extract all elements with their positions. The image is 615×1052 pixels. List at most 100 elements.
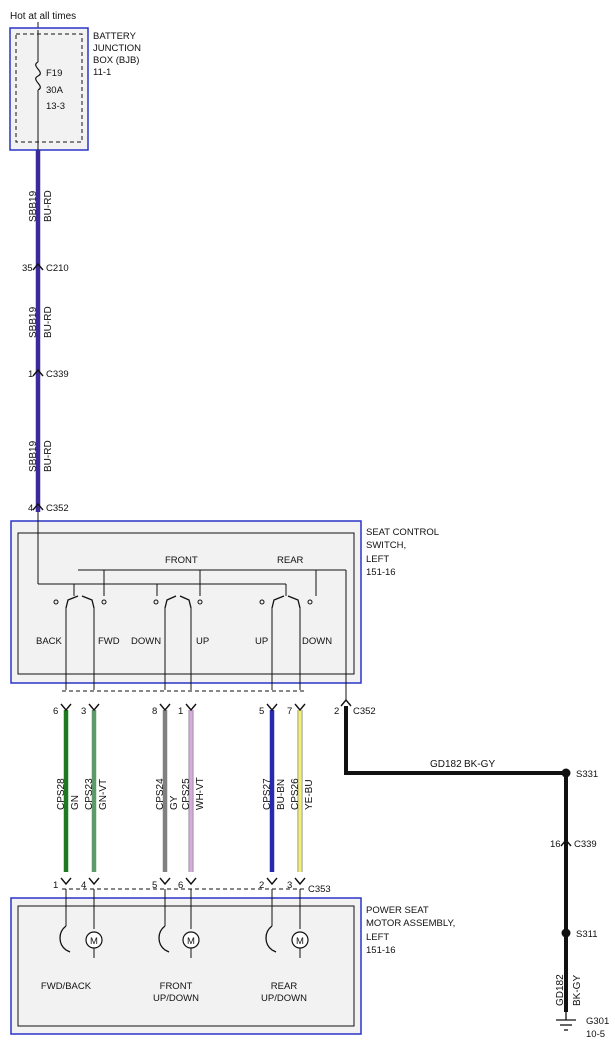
contact-dot xyxy=(307,599,313,605)
c352-lower-name: C352 xyxy=(353,706,376,717)
ground-horiz-color: BK-GY xyxy=(464,759,495,770)
bjb-dashed-inner xyxy=(15,33,83,143)
connector-chevron-icon xyxy=(32,502,44,511)
seat-wire-pin-top: 6 xyxy=(53,706,58,717)
c339-lower-name: C339 xyxy=(574,839,597,850)
ground-horiz-circuit: GD182 xyxy=(430,759,462,770)
contact-label-up: UP xyxy=(196,636,209,647)
splice-s311-dot xyxy=(561,928,571,938)
contact-label-rear-up: UP xyxy=(255,636,268,647)
seat-wire-pin-bottom: 1 xyxy=(53,880,58,891)
fuse-rating: 30A xyxy=(46,85,64,96)
motor-title-line-2: MOTOR ASSEMBLY, xyxy=(366,918,455,929)
bjb-outline xyxy=(9,27,89,151)
feed-seg3-color: BU-RD xyxy=(43,440,54,472)
seat-wire-color: YE-BU xyxy=(304,779,315,810)
battery-junction-box: F19 30A 13-3 xyxy=(9,27,89,151)
feed-seg2-color: BU-RD xyxy=(43,306,54,338)
seat-wire-circuit: CPS25 xyxy=(181,778,192,810)
connector-chevron-icon xyxy=(340,698,352,707)
feed-seg3-circuit: SBB19 xyxy=(28,440,39,472)
bjb-title-line-3: BOX (BJB) xyxy=(93,55,139,66)
ground-symbol-icon xyxy=(556,1012,576,1031)
c339-pin: 1 xyxy=(28,369,33,380)
rear-label: REAR xyxy=(277,555,304,566)
ground-vert-color: BK-GY xyxy=(572,975,583,1006)
motor-symbol: M xyxy=(296,936,304,947)
motor-winding-icon xyxy=(59,925,71,953)
connector-chevron-icon xyxy=(266,877,278,886)
c339-lower-pin: 16 xyxy=(550,839,561,850)
seat-wire-pin-top: 1 xyxy=(178,706,183,717)
contact-dot xyxy=(153,599,159,605)
motor-title-line-4: 151-16 xyxy=(366,945,396,956)
contact-label-fwd: FWD xyxy=(98,636,120,647)
motor-title-line-1: POWER SEAT xyxy=(366,905,429,916)
contact-dot xyxy=(259,599,265,605)
motor-title-line-3: LEFT xyxy=(366,932,389,943)
switch-blade-icon xyxy=(65,595,79,609)
seat-wire-pin-bottom: 2 xyxy=(259,880,264,891)
connector-chevron-icon xyxy=(159,703,171,712)
seat-wire-pin-bottom: 4 xyxy=(81,880,86,891)
motor-label-front-2: UP/DOWN xyxy=(153,993,199,1004)
connector-chevron-icon xyxy=(560,838,572,847)
c352-upper-pin: 4 xyxy=(28,503,33,514)
splice-s331-label: S331 xyxy=(576,769,598,780)
switch-title-line-3: LEFT xyxy=(366,554,389,565)
seat-wire-pin-bottom: 3 xyxy=(287,880,292,891)
seat-wire-pin-bottom: 6 xyxy=(178,880,183,891)
seat-wire-circuit: CPS23 xyxy=(84,778,95,810)
switch-blade-icon xyxy=(164,595,177,609)
switch-blade-icon xyxy=(179,595,192,609)
seat-wire-pin-top: 7 xyxy=(287,706,292,717)
connector-chevron-icon xyxy=(60,703,72,712)
seat-wire-color: WH-VT xyxy=(195,777,206,810)
splice-s311-label: S311 xyxy=(576,929,597,940)
switch-front-up-down xyxy=(153,595,203,690)
fuse-id: F19 xyxy=(46,68,62,79)
front-label: FRONT xyxy=(165,555,198,566)
connector-c352-upper: 4 C352 xyxy=(28,502,69,514)
motor-winding-icon xyxy=(158,925,170,953)
ground-vert-circuit: GD182 xyxy=(555,974,566,1006)
switch-blade-icon xyxy=(271,595,285,609)
motor-label-rear-1: REAR xyxy=(271,981,298,992)
motor-label-front-1: FRONT xyxy=(160,981,193,992)
seat-wire-color: BU-BN xyxy=(276,779,287,810)
connector-chevron-icon xyxy=(88,703,100,712)
ground-g301-ref: 10-5 xyxy=(586,1029,605,1040)
switch-title-line-4: 151-16 xyxy=(366,567,396,578)
seat-wire-color: GN xyxy=(70,795,81,810)
seat-wire-color: GY xyxy=(169,795,180,810)
hot-at-all-times-label: Hot at all times xyxy=(10,11,76,22)
seat-wire-circuit: CPS26 xyxy=(290,778,301,810)
connector-chevron-icon xyxy=(294,877,306,886)
c353-name: C353 xyxy=(308,884,331,895)
connector-chevron-icon xyxy=(88,877,100,886)
feed-wire-sbb19: SBB19 BU-RD SBB19 BU-RD SBB19 BU-RD xyxy=(28,150,54,512)
seat-wire-circuit: CPS28 xyxy=(56,778,67,810)
switch-rear-up-down xyxy=(259,595,313,690)
contact-label-rear-down: DOWN xyxy=(302,636,332,647)
connector-chevron-icon xyxy=(294,703,306,712)
connector-chevron-icon xyxy=(185,877,197,886)
ground-g301-label: G301 xyxy=(586,1016,609,1027)
c352-upper-name: C352 xyxy=(46,503,69,514)
splice-s331-dot xyxy=(561,768,571,778)
switch-fwd-back xyxy=(53,595,107,690)
fuse-icon xyxy=(35,61,41,91)
feed-seg1-color: BU-RD xyxy=(43,190,54,222)
contact-label-down: DOWN xyxy=(131,636,161,647)
switch-blade-icon xyxy=(287,595,301,609)
switch-inner-outline xyxy=(17,532,355,675)
c339-name: C339 xyxy=(46,369,69,380)
seat-wire-circuit: CPS24 xyxy=(155,778,166,810)
bjb-title-line-1: BATTERY xyxy=(93,31,137,42)
contact-dot xyxy=(53,599,59,605)
fuse-ref: 13-3 xyxy=(46,101,65,112)
motor-winding-icon xyxy=(265,925,277,953)
